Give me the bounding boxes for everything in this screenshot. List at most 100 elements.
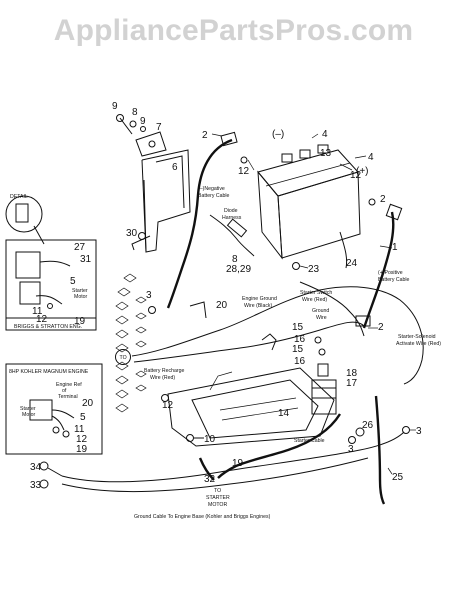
nut-33 [39, 479, 49, 489]
starter-cable [217, 413, 342, 479]
harness-connectors [115, 273, 147, 413]
washer-8 [129, 120, 146, 132]
part-20: 20 [216, 300, 228, 311]
nut-3a [148, 306, 156, 314]
briggs-label: BRIGGS & STRATTON ENG. [14, 324, 82, 330]
neg-cable-label-2: Battery Cable [198, 193, 230, 199]
negative-battery-cable [166, 138, 233, 309]
part-11b: 11 [74, 424, 85, 435]
part-1: 1 [392, 242, 398, 253]
diode-harness [209, 214, 255, 257]
part-14: 14 [278, 408, 290, 419]
clip-34 [39, 461, 63, 477]
watermark: AppliancePartsPros.com [53, 14, 414, 47]
part-12a: 12 [238, 166, 250, 177]
part-5b: 5 [80, 412, 86, 423]
part-4b: 4 [368, 152, 374, 163]
sign-pos: (+) [356, 166, 369, 177]
pos-cable-label-1: (+)Positive [378, 270, 403, 276]
bolt-2c [368, 198, 376, 206]
battery-bracket [131, 149, 191, 253]
cable-clamp-2b [385, 203, 403, 221]
bolt-12-left [161, 394, 169, 402]
to-starter-label-1: TO [214, 488, 221, 494]
wire-labels: (–)Negative Battery Cable Diode Harness … [9, 186, 441, 520]
bolt-30 [138, 232, 146, 240]
ground-cable-25 [374, 395, 386, 505]
kohler-detail-box [5, 363, 103, 455]
leader-lines [196, 133, 416, 475]
part-12d: 12 [36, 314, 48, 325]
part-11: 11 [32, 306, 43, 317]
to-starter-label-2: STARTER [206, 495, 230, 501]
part-12b: 12 [350, 170, 362, 181]
recharge-label-2: Wire (Red) [150, 375, 175, 381]
briggs-wire-label-2: Motor [74, 294, 88, 300]
battery-recharge-wire [131, 286, 424, 385]
part-27: 27 [74, 242, 86, 253]
pos-cable-label-2: Battery Cable [378, 277, 410, 283]
washer-26 [355, 427, 365, 437]
part-7: 7 [156, 122, 162, 133]
part-30: 30 [126, 228, 138, 239]
battery-wire-24 [339, 231, 348, 269]
part-8: 8 [132, 107, 138, 118]
detail-a-label: DETAIL [10, 194, 28, 200]
starter-cable-end [198, 457, 215, 481]
bolt-9 [116, 114, 133, 135]
starter-switch-wire [299, 281, 365, 337]
part-13: 13 [320, 148, 332, 159]
solenoid-wire-label-2: Activate Wire (Red) [396, 341, 441, 347]
positive-battery-cable [362, 211, 395, 329]
part-28-29: 28,29 [226, 264, 251, 275]
recharge-label-1: Battery Recharge [144, 368, 184, 374]
sign-neg: (–) [272, 129, 284, 140]
part-12e: 12 [76, 434, 88, 445]
part-26: 26 [362, 420, 374, 431]
part-32: 32 [204, 474, 216, 485]
part-10: 10 [204, 434, 216, 445]
ground-cable-engine-base [61, 431, 405, 483]
kohler-label-4: Starter [20, 406, 36, 412]
starter-switch-label-2: Wire (Red) [302, 297, 327, 303]
kohler-title: 8HP KOHLER MAGNUM ENGINE [9, 369, 89, 375]
engine-ground-label-1: Engine Ground [242, 296, 277, 302]
part-6: 6 [172, 162, 178, 173]
part-9: 9 [112, 101, 118, 112]
cable-clamp-2d [355, 315, 371, 327]
briggs-detail-box [5, 195, 97, 331]
nut-3c [402, 426, 410, 434]
part-numbers: 9 8 9 7 2 12 (–) 4 13 4 12 (+) 2 1 24 23… [30, 101, 422, 491]
part-3a: 3 [146, 290, 152, 301]
part-2c: 2 [378, 322, 384, 333]
frame-pan [167, 301, 335, 447]
part-19b: 19 [74, 316, 86, 327]
part-34: 34 [30, 462, 42, 473]
part-3b: 3 [348, 444, 354, 455]
part-33: 33 [30, 480, 42, 491]
part-15a: 15 [292, 322, 304, 333]
starter-solenoid [311, 336, 337, 415]
bolt-12a [240, 156, 248, 164]
part-3c: 3 [416, 426, 422, 437]
part-4a: 4 [322, 129, 328, 140]
to-badge-circle [115, 349, 131, 365]
diode-label-1: Diode [224, 208, 238, 214]
part-19c: 19 [76, 444, 88, 455]
kohler-label-1: Engine Ref [56, 382, 82, 388]
ground-cable-engine-base-2 [61, 457, 369, 493]
part-20b: 20 [82, 398, 94, 409]
starter-cable-label: Starter Cable [294, 438, 325, 444]
solenoid-wire-label-1: Starter-Solenoid [398, 334, 436, 340]
bolt-23 [292, 262, 300, 270]
to-starter-label-3: MOTOR [208, 502, 227, 508]
ground-wire-label-1: Ground [312, 308, 329, 314]
kohler-label-5: Motor [22, 412, 36, 418]
bracket-7 [135, 131, 167, 157]
kohler-label-2: of [62, 388, 67, 394]
part-16b: 16 [294, 356, 306, 367]
part-19: 19 [232, 458, 244, 469]
part-23: 23 [308, 264, 320, 275]
neg-cable-label-1: (–)Negative [198, 186, 225, 192]
